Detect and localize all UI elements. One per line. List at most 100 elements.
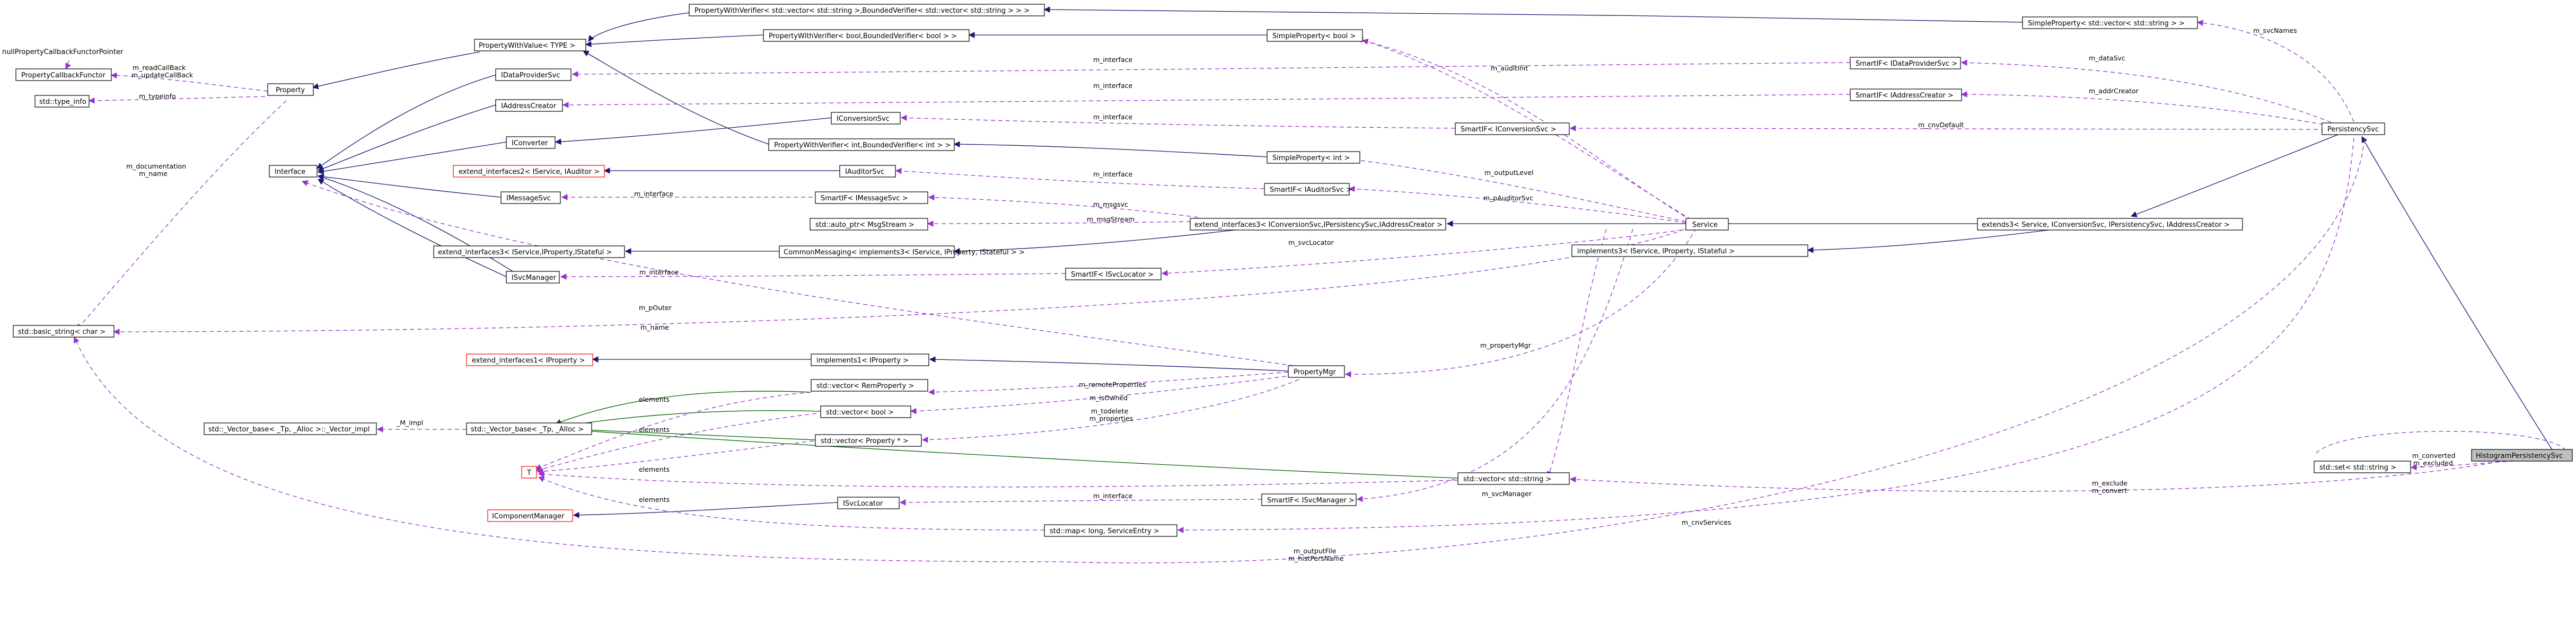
node-label: std::vector< RemProperty >	[816, 382, 914, 390]
node-iauditorsvc[interactable]: IAuditorSvc	[839, 165, 896, 178]
node-simpleproperty-bool[interactable]: SimpleProperty< bool >	[1267, 29, 1363, 42]
node-extend-interfaces3-a[interactable]: extend_interfaces3< IService,IProperty,I…	[433, 245, 625, 258]
node-pwv-int[interactable]: PropertyWithVerifier< int,BoundedVerifie…	[768, 138, 955, 151]
edge-vecpropptr-to-vectorbase	[572, 426, 816, 440]
edge-pwvint-to-pwvtype	[582, 50, 769, 145]
node-pwv-bool[interactable]: PropertyWithVerifier< bool,BoundedVerifi…	[763, 29, 970, 42]
node-box	[15, 68, 112, 81]
label-readcallback-1: m_readCallBack	[133, 64, 186, 72]
node-vector-base-impl[interactable]: std::_Vector_base< _Tp, _Alloc >::_Vecto…	[204, 422, 377, 435]
node-property[interactable]: Property	[267, 83, 314, 96]
node-label: extend_interfaces3< IConversionSvc,IPers…	[1194, 221, 1443, 229]
node-map-serviceentry[interactable]: std::map< long, ServiceEntry >	[1044, 524, 1177, 537]
node-pwv-vector[interactable]: PropertyWithVerifier< std::vector< std::…	[689, 4, 1045, 16]
node-t[interactable]: T	[521, 466, 537, 479]
label-isowned: m_isOwned	[1089, 394, 1128, 402]
node-histogrampersistencysvc[interactable]: HistogramPersistencySvc	[2471, 449, 2573, 462]
label-cnvdefault: m_cnvDefault	[1918, 121, 1964, 129]
node-box	[1455, 122, 1570, 135]
node-extend-interfaces2[interactable]: extend_interfaces2< IService, IAuditor >	[453, 165, 605, 178]
node-label: extend_interfaces3< IService,IProperty,I…	[438, 249, 612, 257]
node-vector-property-ptr[interactable]: std::vector< Property * >	[815, 434, 922, 447]
node-label: std::_Vector_base< _Tp, _Alloc >::_Vecto…	[208, 426, 370, 434]
node-box	[433, 245, 625, 258]
node-label: SimpleProperty< int >	[1272, 154, 1350, 162]
node-imessagesvc[interactable]: IMessageSvc	[500, 191, 561, 204]
node-vector-bool[interactable]: std::vector< bool >	[820, 405, 911, 418]
edge-usage-elements-2	[535, 413, 817, 472]
node-std-set-string[interactable]: std::set< std::string >	[2314, 461, 2411, 473]
node-box	[1977, 218, 2243, 231]
edge-usage-spsvcmanager	[1356, 228, 1633, 502]
edge-imessagesvc-to-interface	[317, 173, 502, 198]
node-smartif-imessagesvc[interactable]: SmartIF< IMessageSvc >	[815, 191, 928, 204]
label-svcmanager: m_svcManager	[1482, 490, 1532, 498]
label-exclude-2: m_convert	[2092, 487, 2127, 495]
node-simpleproperty-vector[interactable]: SimpleProperty< std::vector< std::string…	[2022, 16, 2198, 29]
edge-usage-spvector	[2196, 20, 2354, 122]
label-propertymgr: m_propertyMgr	[1480, 341, 1532, 349]
node-label: Service	[1692, 221, 1718, 229]
node-label: T	[526, 469, 531, 477]
node-simpleproperty-int[interactable]: SimpleProperty< int >	[1267, 151, 1360, 164]
node-isvclocator[interactable]: ISvcManager	[506, 271, 560, 284]
node-pwv-type[interactable]: PropertyWithValue< TYPE >	[474, 39, 586, 51]
node-box	[1261, 493, 1357, 506]
node-box	[495, 68, 572, 81]
node-label: SmartIF< IAddressCreator >	[1856, 92, 1954, 100]
node-iconversionsvc[interactable]: IConversionSvc	[831, 112, 901, 125]
node-idataprovidersvc[interactable]: IDataProviderSvc	[495, 68, 572, 81]
edge-pwvbool-to-pwvtype	[585, 34, 764, 48]
node-smartif-iauditorsvc[interactable]: SmartIF< IAuditorSvc >	[1264, 183, 1352, 196]
edge-usage-iaddresscreator	[562, 94, 1851, 108]
node-box	[495, 99, 563, 112]
edge-usage-documentation	[76, 100, 287, 330]
node-label: HistogramPersistencySvc	[2476, 452, 2563, 460]
node-implements3[interactable]: CommonMessaging< implements3< IService, …	[779, 245, 1025, 258]
edge-usage-typeinfo	[88, 96, 266, 104]
node-box	[1850, 57, 1961, 69]
node-isvcmanager[interactable]: ISvcLocator	[837, 497, 900, 509]
node-std-type-info[interactable]: std::type_info	[34, 95, 90, 108]
edge-usage-converted	[2410, 460, 2529, 471]
node-propertycallbackfunctor[interactable]: PropertyCallbackFunctor	[15, 68, 112, 81]
label-outputlevel: m_outputLevel	[1484, 169, 1534, 176]
node-smartif-idataprovidersvc[interactable]: SmartIF< IDataProviderSvc >	[1850, 57, 1961, 69]
node-extend-interfaces1[interactable]: extend_interfaces1< IProperty >	[466, 354, 593, 366]
node-iconverter[interactable]: IConverter	[506, 136, 556, 149]
node-box	[487, 509, 573, 522]
node-icomponentmanager[interactable]: IComponentManager	[487, 509, 573, 522]
node-interface[interactable]: Interface	[269, 165, 318, 178]
edge-propertymgr-to-implements1	[929, 356, 1289, 372]
node-smartif-isvcmanager[interactable]: SmartIF< ISvcManager >	[1261, 493, 1357, 506]
node-extends3[interactable]: extends3< Service, IConversionSvc, IPers…	[1977, 218, 2243, 231]
label-todelete-2: m_properties	[1089, 414, 1133, 422]
node-std-basic-string[interactable]: std::basic_string< char >	[13, 325, 115, 338]
edge-usage-nullcallback	[65, 60, 71, 70]
node-propertymgr[interactable]: PropertyMgr	[1288, 365, 1345, 378]
node-label: PersistencySvc	[2327, 126, 2379, 134]
edge-isvclocator-to-interface	[318, 179, 507, 277]
node-smartif-isvclocator[interactable]: SmartIF< ISvcLocator >	[1065, 268, 1162, 280]
node-smartif-iaddresscreator[interactable]: SmartIF< IAddressCreator >	[1850, 89, 1962, 101]
edge-commonmessaging-to-implements3	[953, 226, 1262, 254]
node-smartif-iconversionsvc[interactable]: SmartIF< IConversionSvc >	[1455, 122, 1570, 135]
node-auto-ptr-msgstream[interactable]: std::auto_ptr< MsgStream >	[810, 218, 928, 231]
node-vector-string[interactable]: std::vector< std::string >	[1457, 472, 1570, 485]
node-vector-remproperty[interactable]: std::vector< RemProperty >	[811, 379, 928, 392]
node-label: std::_Vector_base< _Tp, _Alloc >	[471, 426, 584, 434]
node-iaddresscreator[interactable]: IAddressCreator	[495, 99, 563, 112]
node-box	[1065, 268, 1162, 280]
node-label: Interface	[275, 168, 305, 176]
node-label: IDataProviderSvc	[501, 72, 560, 80]
node-box	[2022, 16, 2198, 29]
node-implements1[interactable]: implements1< IProperty >	[811, 354, 929, 366]
node-vector-base[interactable]: std::_Vector_base< _Tp, _Alloc >	[466, 422, 592, 435]
label-outputfile-2: m_histPersName	[1288, 554, 1344, 562]
node-service[interactable]: Service	[1685, 218, 1729, 231]
node-commonmessaging[interactable]: extend_interfaces3< IConversionSvc,IPers…	[1190, 218, 1446, 231]
node-persistencysvc[interactable]: PersistencySvc	[2322, 122, 2385, 135]
node-nullpropertycallbackfunctorpointer[interactable]: nullPropertyCallbackFunctorPointer	[2, 48, 124, 56]
node-extend-interfaces3-b[interactable]: implements3< IService, IProperty, IState…	[1571, 244, 1808, 257]
label-pauditorsvc: m_pAuditorSvc	[1483, 194, 1533, 202]
